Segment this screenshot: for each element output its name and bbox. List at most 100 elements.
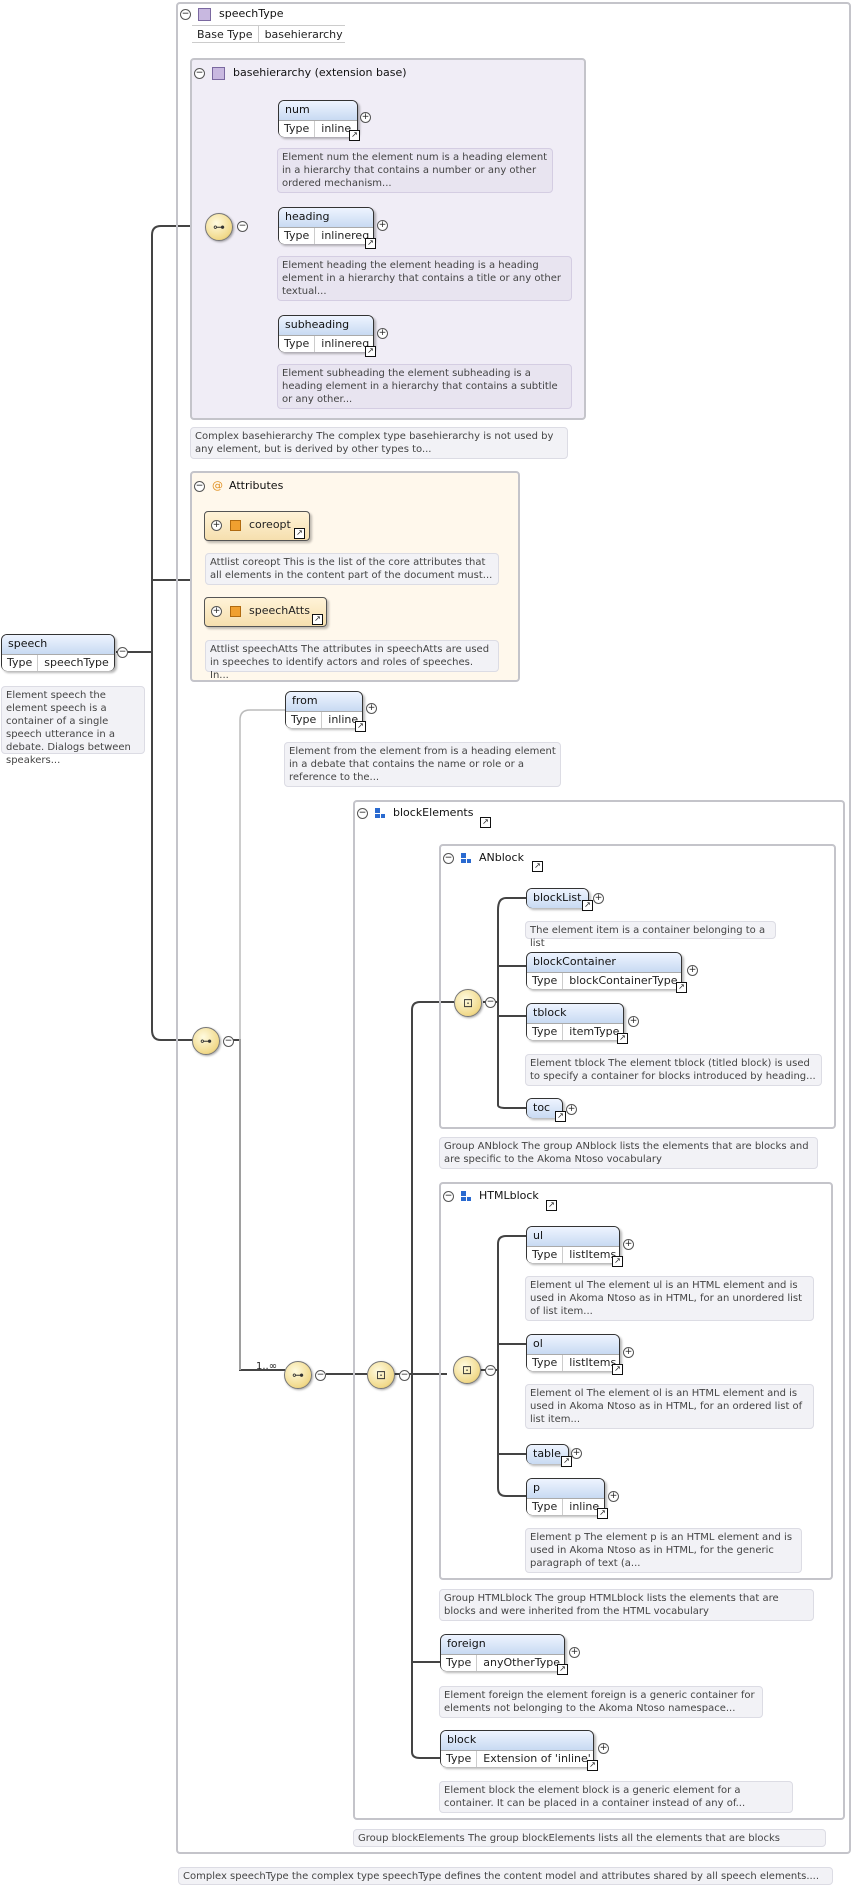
expand-icon[interactable]: + xyxy=(360,112,371,123)
type-label: Type xyxy=(279,336,316,352)
link-icon[interactable]: ↗ xyxy=(676,982,687,993)
group-icon xyxy=(461,853,471,863)
link-icon[interactable]: ↗ xyxy=(555,1111,566,1122)
link-icon[interactable]: ↗ xyxy=(365,346,376,357)
expand-icon[interactable]: + xyxy=(687,965,698,976)
toc-element[interactable]: toc xyxy=(526,1098,563,1118)
num-description: Element num the element num is a heading… xyxy=(277,148,553,193)
coreopt-attribute-group[interactable]: + coreopt xyxy=(204,511,310,541)
expand-icon[interactable]: + xyxy=(571,1448,582,1459)
expand-icon[interactable]: + xyxy=(211,605,222,617)
type-value: inline xyxy=(569,1500,600,1513)
ul-description: Element ul The element ul is an HTML ele… xyxy=(525,1276,814,1321)
link-icon[interactable]: ↗ xyxy=(587,1760,598,1771)
element-name: tblock xyxy=(527,1004,623,1023)
expand-icon[interactable]: + xyxy=(566,1104,577,1115)
collapse-icon[interactable]: − xyxy=(399,1370,410,1381)
link-icon[interactable]: ↗ xyxy=(612,1256,623,1267)
expand-icon[interactable]: + xyxy=(377,220,388,231)
choice-icon[interactable]: ⊡ xyxy=(454,989,482,1017)
htmlblock-note: Group HTMLblock The group HTMLblock list… xyxy=(439,1589,814,1621)
anblock-note: Group ANblock The group ANblock lists th… xyxy=(439,1137,818,1169)
link-icon[interactable]: ↗ xyxy=(557,1664,568,1675)
link-icon[interactable]: ↗ xyxy=(365,238,376,249)
collapse-icon[interactable]: − xyxy=(223,1036,234,1047)
collapse-icon[interactable]: − xyxy=(443,1190,454,1202)
choice-icon[interactable]: ⊡ xyxy=(453,1356,481,1384)
link-icon[interactable]: ↗ xyxy=(582,900,593,911)
expand-icon[interactable]: + xyxy=(608,1491,619,1502)
link-icon[interactable]: ↗ xyxy=(532,861,543,872)
expand-icon[interactable]: + xyxy=(593,893,604,904)
element-name: foreign xyxy=(441,1635,564,1654)
link-icon[interactable]: ↗ xyxy=(546,1200,557,1211)
link-icon[interactable]: ↗ xyxy=(617,1033,628,1044)
element-name: p xyxy=(527,1479,604,1498)
element-name: subheading xyxy=(279,316,373,335)
expand-icon[interactable]: + xyxy=(377,328,388,339)
type-label: Type xyxy=(527,1499,564,1515)
expand-icon[interactable]: + xyxy=(598,1743,609,1754)
sequence-icon[interactable]: ⊶ xyxy=(192,1027,220,1055)
element-name: blockList xyxy=(527,889,588,908)
collapse-icon[interactable]: − xyxy=(194,67,205,79)
link-icon[interactable]: ↗ xyxy=(480,817,491,828)
link-icon[interactable]: ↗ xyxy=(612,1364,623,1375)
link-icon[interactable]: ↗ xyxy=(312,614,323,625)
heading-description: Element heading the element heading is a… xyxy=(277,256,572,301)
base-type-label: Base Type xyxy=(192,26,259,43)
sequence-icon[interactable]: ⊶ xyxy=(284,1361,312,1389)
link-icon[interactable]: ↗ xyxy=(294,528,305,539)
expand-icon[interactable]: + xyxy=(366,703,377,714)
link-icon[interactable]: ↗ xyxy=(597,1508,608,1519)
basehierarchy-frame xyxy=(190,58,586,420)
type-value: inlinereq xyxy=(321,229,370,242)
expand-icon[interactable]: + xyxy=(623,1239,634,1250)
link-icon[interactable]: ↗ xyxy=(349,130,360,141)
collapse-icon[interactable]: − xyxy=(194,480,205,492)
element-name: ol xyxy=(527,1335,619,1354)
speechatts-attribute-group[interactable]: +speechAtts xyxy=(204,597,327,627)
coreopt-name: coreopt xyxy=(249,518,291,531)
table-element[interactable]: table xyxy=(526,1444,569,1464)
collapse-icon[interactable]: − xyxy=(485,997,496,1008)
blocklist-element[interactable]: blockList xyxy=(526,888,589,908)
speechtype-header: −speechType xyxy=(180,7,284,21)
collapse-icon[interactable]: − xyxy=(117,647,128,658)
collapse-icon[interactable]: − xyxy=(485,1365,496,1376)
collapse-icon[interactable]: − xyxy=(237,221,248,232)
collapse-icon[interactable]: − xyxy=(357,807,368,819)
from-description: Element from the element from is a headi… xyxy=(284,742,561,787)
choice-icon[interactable]: ⊡ xyxy=(367,1361,395,1389)
type-value: Extension of 'inline' xyxy=(483,1752,591,1765)
link-icon[interactable]: ↗ xyxy=(355,721,366,732)
p-element[interactable]: p Type inline xyxy=(526,1478,605,1515)
htmlblock-title: HTMLblock xyxy=(479,1189,539,1202)
expand-icon[interactable]: + xyxy=(623,1347,634,1358)
expand-icon[interactable]: + xyxy=(211,519,222,531)
type-label: Type xyxy=(441,1655,478,1671)
htmlblock-header: − HTMLblock xyxy=(443,1189,539,1202)
collapse-icon[interactable]: − xyxy=(180,8,191,20)
sequence-icon[interactable]: ⊶ xyxy=(205,213,233,241)
element-name: table xyxy=(527,1445,568,1464)
expand-icon[interactable]: + xyxy=(628,1016,639,1027)
type-value: listItems xyxy=(569,1248,617,1261)
type-value: inline xyxy=(321,122,352,135)
blockelements-header: −blockElements xyxy=(357,806,473,819)
expand-icon[interactable]: + xyxy=(569,1647,580,1658)
collapse-icon[interactable]: − xyxy=(443,852,454,864)
link-icon[interactable]: ↗ xyxy=(561,1456,572,1467)
collapse-icon[interactable]: − xyxy=(315,1370,326,1381)
